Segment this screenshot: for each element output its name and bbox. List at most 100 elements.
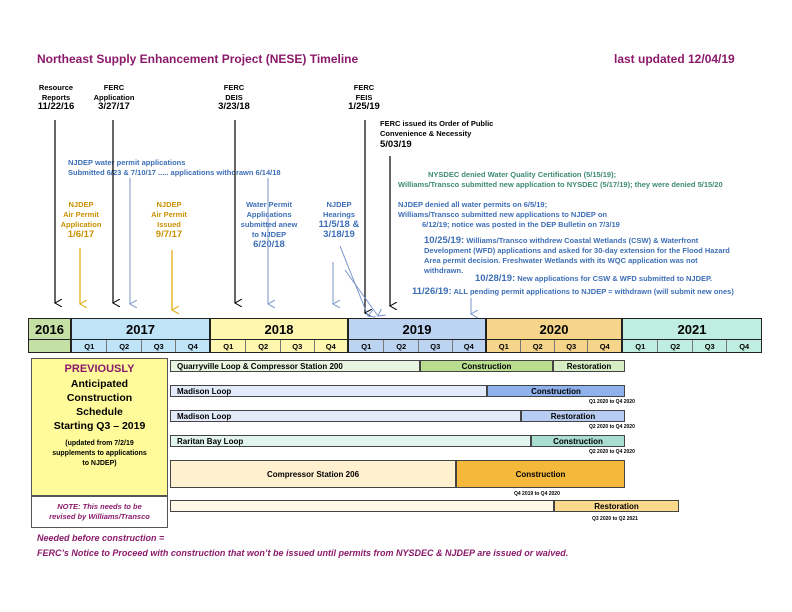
heading-line: Starting Q3 – 2019 <box>53 420 146 432</box>
quarryville-construction: Construction <box>420 360 553 372</box>
schedule-subnote: (updated from 7/2/19 supplements to appl… <box>32 439 167 469</box>
milestone-date: 5/03/19 <box>380 139 412 150</box>
note-line: NJDEP water permit applications <box>68 158 186 167</box>
note-line: Air Permit <box>63 210 99 219</box>
arrow-hearings-2 <box>339 245 368 316</box>
quarter-q2: Q2 <box>657 340 692 352</box>
new-applications-note: 10/28/19: New applications for CSW & WFD… <box>475 274 712 284</box>
note-line: Williams/Transco withdrew Coastal Wetlan… <box>466 236 699 245</box>
year-2019: 2019 <box>348 318 486 340</box>
milestone-label: Reports <box>41 92 71 102</box>
milestone-label: FERC <box>103 83 125 92</box>
quarter-q3: Q3 <box>417 340 452 352</box>
note-line: NJDEP <box>326 200 352 209</box>
quarters-2019: Q1 Q2 Q3 Q4 <box>348 339 486 353</box>
heading-line: Schedule <box>76 406 123 418</box>
note-date: 6/20/18 <box>253 239 285 250</box>
note-line: to NJDEP <box>251 230 287 239</box>
quarter-q3: Q3 <box>691 340 727 352</box>
note-line: Air Permit <box>151 210 187 219</box>
milestone-label: FERC <box>353 83 375 92</box>
note-line: Williams/Transco submitted new applicati… <box>398 210 608 219</box>
subnote-line: (updated from 7/2/19 <box>65 440 134 447</box>
compressor-206-construction: Construction <box>456 460 625 488</box>
note-line: NYSDEC denied Water Quality Certificatio… <box>428 170 617 179</box>
footer-line-2: FERC’s Notice to Proceed with constructi… <box>37 548 569 558</box>
milestone-label: FERC issued its Order of Public <box>380 119 494 128</box>
subnote-line: to NJDEP) <box>82 460 117 467</box>
quarters-2021: Q1 Q2 Q3 Q4 <box>622 339 762 353</box>
restoration-lead-bar <box>170 500 554 512</box>
quarter-q1: Q1 <box>498 341 509 351</box>
quarter-q1: Q1 <box>223 341 234 351</box>
madison-loop-construction-range: Q1 2020 to Q4 2020 <box>589 399 635 405</box>
milestone-ferc-deis: FERC DEIS 3/23/18 <box>208 83 260 112</box>
year-2016-quarters <box>28 339 71 353</box>
madison-loop-bar-1: Madison Loop <box>170 385 487 397</box>
quarter-q2: Q2 <box>106 340 141 352</box>
compressor-206-bar: Compressor Station 206 <box>170 460 456 488</box>
note-line: Area permit decision. Freshwater Wetland… <box>424 256 698 265</box>
njdep-hearings-note: NJDEP Hearings 11/5/18 & 3/18/19 <box>312 200 366 240</box>
final-restoration: Restoration <box>554 500 679 512</box>
year-2021: 2021 <box>622 318 762 340</box>
quarter-q2: Q2 <box>520 340 554 352</box>
quarter-q4: Q4 <box>175 340 209 352</box>
note-date: 10/28/19: <box>475 273 516 284</box>
note-line: Application <box>60 220 102 229</box>
note-date: 9/7/17 <box>155 229 183 240</box>
water-permit-anew-note: Water Permit Applications submitted anew… <box>236 200 302 250</box>
quarters-2017: Q1 Q2 Q3 Q4 <box>71 339 210 353</box>
milestone-resource-reports: Resource Reports 11/22/16 <box>30 83 82 112</box>
note-line: New applications for CSW & WFD submitted… <box>517 274 713 283</box>
raritan-bay-range: Q2 2020 to Q4 2020 <box>589 449 635 455</box>
quarter-q1: Q1 <box>84 341 95 351</box>
quarter-q4: Q4 <box>451 340 486 352</box>
note-line: Williams/Transco submitted new applicati… <box>398 180 723 189</box>
note-line: Submitted 6/23 & 7/10/17 ..... applicati… <box>68 168 281 177</box>
quarters-2020: Q1 Q2 Q3 Q4 <box>486 339 622 353</box>
milestone-ferc-order: FERC issued its Order of Public Convenie… <box>380 119 493 150</box>
quarter-q2: Q2 <box>383 340 418 352</box>
note-line: NJDEP <box>156 200 182 209</box>
quarters-2018: Q1 Q2 Q3 Q4 <box>210 339 348 353</box>
last-updated: last updated 12/04/19 <box>614 52 735 66</box>
raritan-bay-bar: Raritan Bay Loop <box>170 435 531 447</box>
milestone-label: FEIS <box>355 92 373 102</box>
njdep-deny-note: NJDEP denied all water permits on 6/5/19… <box>398 200 620 230</box>
note-line: Issued <box>157 220 181 229</box>
note-line: NJDEP denied all water permits on 6/5/19… <box>398 200 548 209</box>
year-2017: 2017 <box>71 318 210 340</box>
year-2016: 2016 <box>28 318 71 340</box>
air-permit-application-note: NJDEP Air Permit Application 1/6/17 <box>52 200 110 240</box>
note-date: 1/6/17 <box>67 229 95 240</box>
milestone-ferc-application: FERC Application 3/27/17 <box>88 83 140 112</box>
note-date: 10/25/19: <box>424 235 465 246</box>
quarter-q4: Q4 <box>726 340 761 352</box>
quarryville-bar: Quarryville Loop & Compressor Station 20… <box>170 360 420 372</box>
quarter-q3: Q3 <box>140 340 176 352</box>
note-line: submitted anew <box>240 220 298 229</box>
quarryville-restoration: Restoration <box>553 360 625 372</box>
quarter-q3: Q3 <box>553 340 588 352</box>
quarter-q3: Q3 <box>279 340 314 352</box>
note-line: Applications <box>246 210 292 219</box>
quarter-q1: Q1 <box>635 341 646 351</box>
quarter-q1: Q1 <box>361 341 372 351</box>
revision-note: NOTE: This needs to be revised by Willia… <box>31 496 168 528</box>
madison-loop-construction: Construction <box>487 385 625 397</box>
note-line: 6/12/19; notice was posted in the DEP Bu… <box>422 220 620 229</box>
page-title: Northeast Supply Enhancement Project (NE… <box>37 52 359 66</box>
note-line: NJDEP <box>68 200 94 209</box>
year-2020: 2020 <box>486 318 622 340</box>
note-date: 11/5/18 & <box>318 219 360 230</box>
milestone-ferc-feis: FERC FEIS 1/25/19 <box>338 83 390 112</box>
note-line: Development (WFD) applications and asked… <box>424 246 730 255</box>
milestone-date: 1/25/19 <box>348 101 380 112</box>
milestone-label: Convenience & Necessity <box>380 128 472 138</box>
pending-withdrawn-note: 11/26/19: ALL pending permit application… <box>412 287 734 297</box>
quarter-q4: Q4 <box>587 340 621 352</box>
note-line: Hearings <box>322 210 356 219</box>
madison-loop-bar-2: Madison Loop <box>170 410 521 422</box>
